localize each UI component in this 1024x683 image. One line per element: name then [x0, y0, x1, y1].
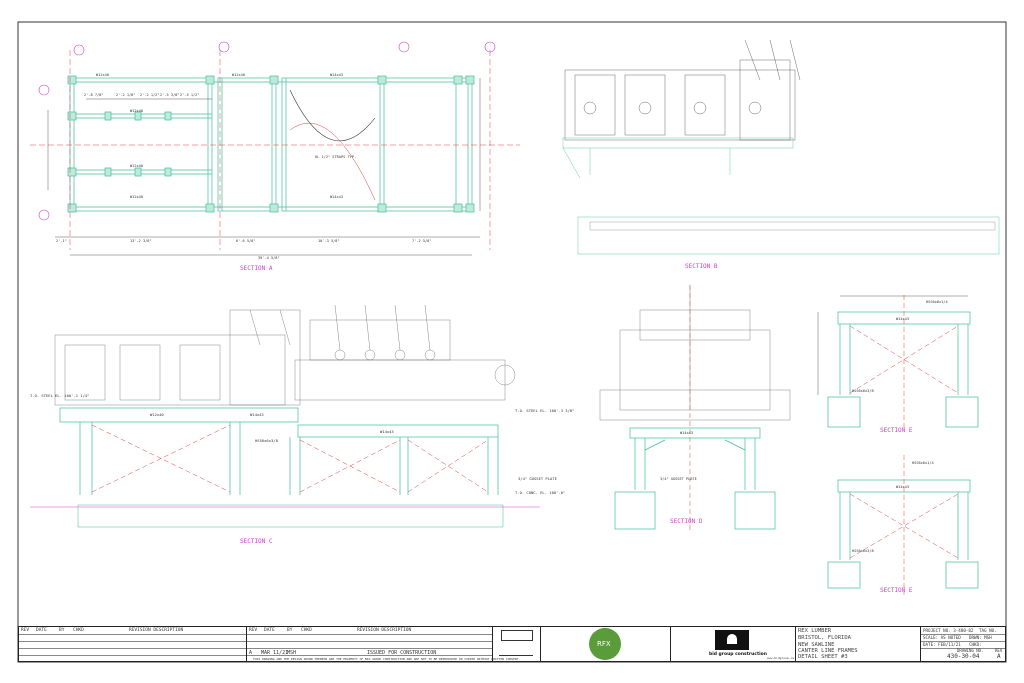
section-right-top: W14x43 HSS6x6x1/4 HSS6x6x3/8: [817, 295, 979, 430]
elevation-top-right: [562, 39, 1000, 255]
project-line-1: REX LUMBER: [798, 628, 832, 634]
project-no: PROJECT NO. 3-480-82: [923, 628, 974, 633]
section-d-label: SECTION D: [670, 518, 703, 525]
chkd-h1: CHKD: [73, 628, 84, 633]
section-f-label: SECTION E: [880, 587, 913, 594]
revision-table-2: REV DATE BY CHKD REVISION DESCRIPTION A …: [247, 627, 520, 661]
chkd-h2: CHKD: [301, 628, 312, 633]
rev-entry-by: MSH: [287, 650, 297, 656]
bid-logo-cell: bid group construction www.bidgroup.ca: [671, 627, 796, 661]
rfx-logo: [589, 628, 621, 660]
tag-no: TAG NO.: [979, 628, 997, 633]
gusset-label: 3/4" GUSSET PLATE: [518, 476, 558, 481]
tos-right: T.O. STEEL EL. 100'-3 3/8": [515, 408, 574, 413]
hss-label-3: HSS6x6x3/8: [852, 389, 874, 393]
dim-top-2: 2'-2 1/8": [116, 93, 135, 97]
hss-label-4: HSS6x6x1/4: [912, 461, 934, 465]
project-line-4: CANTER LINE FRAMES: [798, 648, 858, 654]
rev-h1: REV: [21, 628, 30, 633]
rfx-logo-cell: RFX: [541, 627, 671, 661]
dim-bot-5: 7'-2 5/8": [412, 239, 431, 243]
plan-label-6: W12x40: [130, 195, 143, 199]
plan-label-5: W12x40: [130, 164, 143, 168]
revision-table-1: REV DATE BY CHKD REVISION DESCRIPTION: [19, 627, 247, 661]
date: DATE: FEB/11/21: [923, 642, 961, 647]
dim-top-1: 2'-8 7/8": [84, 93, 103, 97]
by-h2: BY: [287, 628, 293, 633]
hss-label-1: HSS6x6x3/8: [255, 438, 279, 443]
plan-label-4: W12x40: [130, 109, 143, 113]
gusset-label-2: 3/4" GUSSET PLATE: [660, 477, 697, 481]
dim-bot-1: 2'-1": [56, 239, 67, 243]
rev-entry-desc: ISSUED FOR CONSTRUCTION: [367, 650, 437, 656]
by-h1: BY: [59, 628, 65, 633]
drwn: DRWN: MSH: [969, 635, 992, 640]
beam-label-2: W14x43: [250, 412, 264, 417]
dim-top-5: 2'-5 1/2": [180, 93, 199, 97]
project-line-5: DETAIL SHEET #3: [798, 654, 848, 660]
dim-bot-2: 13'-2 3/8": [130, 239, 152, 243]
bid-logo-text: bid group construction: [709, 652, 767, 657]
dim-top-3: 2'-2 1/2": [140, 93, 159, 97]
elevation-center: W14x43 3/4" GUSSET PLATE: [599, 285, 791, 530]
plan-label-1: W12x40: [96, 73, 109, 77]
chkd: CHKD:: [969, 642, 982, 647]
desc-h2: REVISION DESCRIPTION: [357, 628, 412, 633]
plan-view: W12x40 W12x40 W14x43 W12x40 W12x40 W12x4…: [30, 41, 520, 272]
rev-entry-date: MAR 11/21: [261, 650, 289, 656]
toconc: T.O. CONC. EL. 100'-0": [515, 490, 565, 495]
stamp: [493, 627, 541, 661]
dim-top-4: 2'-5 3/8": [160, 93, 179, 97]
beam-label-6: W14x43: [896, 485, 909, 489]
elevation-bottom-left: T.O. STEEL EL. 100'-1 1/4" T.O. STEEL EL…: [30, 304, 574, 528]
project-line-3: NEW SAWLINE: [798, 642, 835, 648]
plan-label-2: W12x40: [232, 73, 245, 77]
plan-label-7: W14x43: [330, 195, 343, 199]
beam-label-4: W14x43: [680, 431, 693, 435]
rfx-logo-text: RFX: [597, 640, 611, 648]
section-c-label: SECTION C: [240, 538, 273, 545]
section-e-label: SECTION E: [880, 427, 913, 434]
project-cell: REX LUMBER BRISTOL, FLORIDA NEW SAWLINE …: [796, 627, 921, 661]
dim-bot-3: 6'-6 5/8": [236, 239, 255, 243]
section-b-label: SECTION B: [685, 263, 718, 270]
hss-label-5: HSS6x6x3/8: [852, 549, 874, 553]
rev-entry-rev: A: [249, 650, 253, 656]
drawing-no: 430-30-04: [947, 653, 980, 660]
title-block: REV DATE BY CHKD REVISION DESCRIPTION RE…: [18, 626, 1006, 662]
desc-h1: REVISION DESCRIPTION: [129, 628, 184, 633]
drawing-no-label: DRAWING NO.: [957, 648, 984, 653]
fine-print: THIS DRAWING AND THE DESIGN SHOWN THEREO…: [253, 657, 521, 661]
beam-label-5: W14x43: [896, 317, 909, 321]
scale: SCALE: AS NOTED: [923, 635, 961, 640]
rev-label: REV: [995, 648, 1003, 653]
hss-label-2: HSS6x6x1/4: [926, 300, 948, 304]
date-h1: DATE: [36, 628, 47, 633]
rev-value: A: [997, 653, 1001, 660]
section-right-bottom: W14x43 HSS6x6x1/4 HSS6x6x3/8: [827, 455, 979, 595]
beam-label-1: W12x40: [150, 412, 164, 417]
project-line-2: BRISTOL, FLORIDA: [798, 635, 851, 641]
overall-dim: 39'-4 5/8": [258, 256, 280, 260]
bid-web: www.bidgroup.ca: [767, 656, 795, 660]
meta-cell: PROJECT NO. 3-480-82 TAG NO. SCALE: AS N…: [921, 627, 1005, 661]
dim-bot-4: 10'-3 5/8": [318, 239, 340, 243]
rev-h2: REV: [249, 628, 258, 633]
bracing-note: 6L 1/2" STRAPS TYP.: [315, 155, 356, 159]
section-a-label: SECTION A: [240, 265, 273, 272]
plan-label-3: W14x43: [330, 73, 343, 77]
date-h2: DATE: [264, 628, 275, 633]
beam-label-3: W14x43: [380, 429, 394, 434]
tos-left: T.O. STEEL EL. 100'-1 1/4": [30, 393, 89, 398]
